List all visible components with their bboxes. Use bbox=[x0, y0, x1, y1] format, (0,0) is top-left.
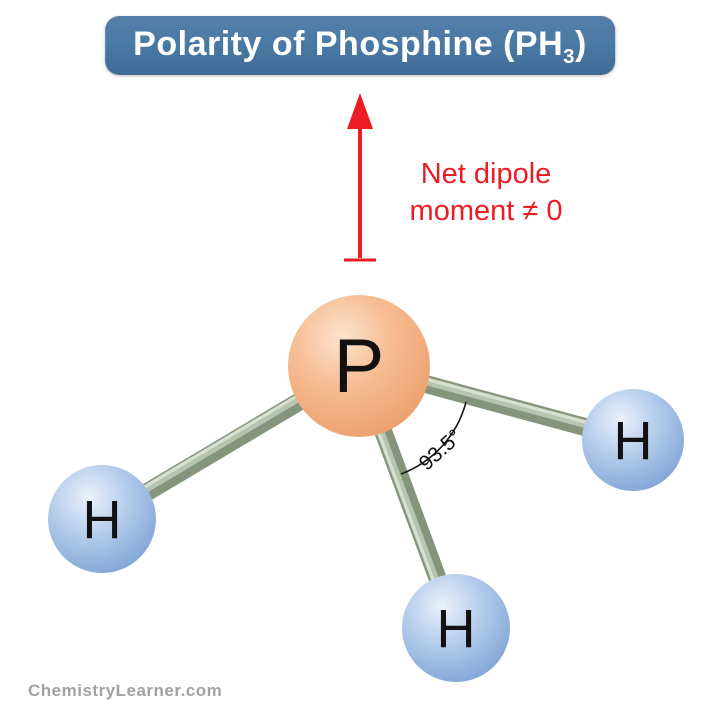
net-dipole-line2: moment ≠ 0 bbox=[409, 195, 563, 228]
net-dipole-annotation: Net dipole moment ≠ 0 bbox=[396, 156, 576, 230]
title-suffix: ) bbox=[575, 25, 587, 63]
phosphorus-sphere bbox=[288, 295, 430, 437]
phosphorus-label: P bbox=[334, 324, 385, 409]
hydrogen-sphere-bottom bbox=[402, 574, 510, 682]
hydrogen-sphere-left bbox=[48, 465, 156, 573]
title-banner: Polarity of Phosphine (PH3) bbox=[105, 16, 615, 75]
net-dipole-line1: Net dipole bbox=[420, 158, 552, 190]
hydrogen-label-left: H bbox=[83, 490, 122, 550]
hydrogen-label-right: H bbox=[614, 411, 653, 471]
title-subscript: 3 bbox=[563, 45, 575, 68]
dipole-arrow bbox=[344, 93, 376, 262]
watermark: ChemistryLearner.com bbox=[28, 681, 223, 700]
dipole-arrowhead bbox=[347, 93, 373, 129]
hydrogen-label-bottom: H bbox=[437, 599, 476, 659]
bond-angle-label: 93.5° bbox=[415, 425, 467, 475]
bond-angle-arc bbox=[400, 401, 467, 475]
hydrogen-sphere-right bbox=[582, 389, 684, 491]
title-text: Polarity of Phosphine (PH bbox=[133, 25, 564, 63]
